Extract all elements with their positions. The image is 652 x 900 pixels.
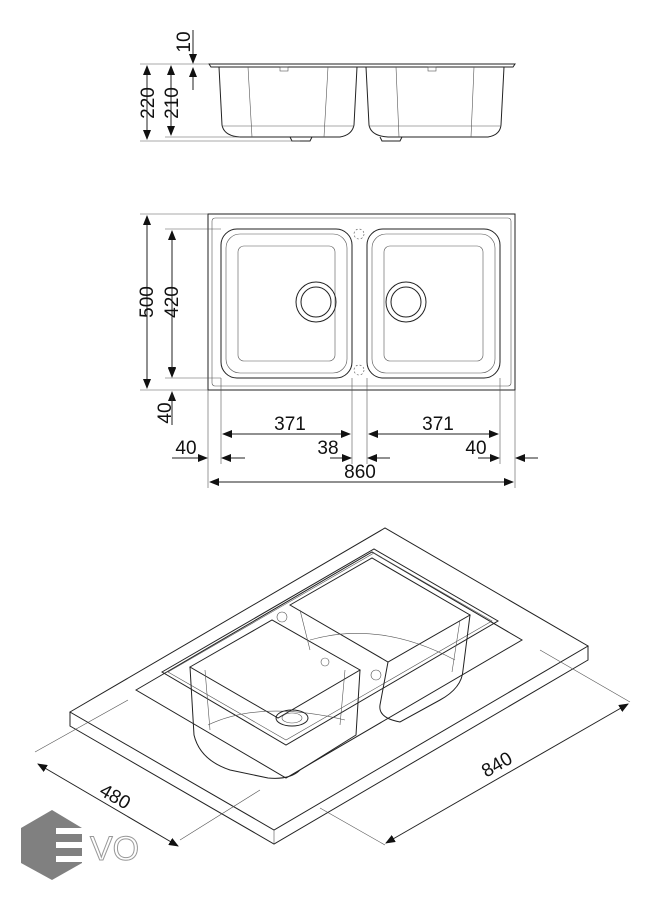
dim-cutout-depth: 480 bbox=[96, 780, 134, 814]
side-view: 220 210 10 bbox=[138, 30, 516, 142]
dim-rim: 10 bbox=[174, 31, 195, 52]
dim-bowl-right-width: 371 bbox=[422, 414, 454, 435]
top-view: 500 420 40 371 371 40 38 40 860 bbox=[137, 213, 538, 488]
dim-total-width: 860 bbox=[344, 462, 376, 483]
dim-bowl-left-width: 371 bbox=[274, 414, 306, 435]
evo-logo: VO bbox=[21, 810, 140, 880]
dim-bowl-depth: 210 bbox=[162, 87, 183, 119]
dim-center-gap: 38 bbox=[317, 438, 338, 459]
dim-total-height: 220 bbox=[138, 87, 159, 119]
svg-text:VO: VO bbox=[90, 830, 139, 868]
dim-depth: 500 bbox=[137, 286, 158, 318]
dim-right-margin: 40 bbox=[465, 438, 486, 459]
dim-cutout-width: 840 bbox=[478, 748, 516, 782]
isometric-view: 480 840 bbox=[34, 527, 631, 847]
dim-bowl-inner-depth: 420 bbox=[162, 286, 183, 318]
dim-front-margin: 40 bbox=[155, 402, 176, 423]
dim-left-margin: 40 bbox=[175, 438, 196, 459]
